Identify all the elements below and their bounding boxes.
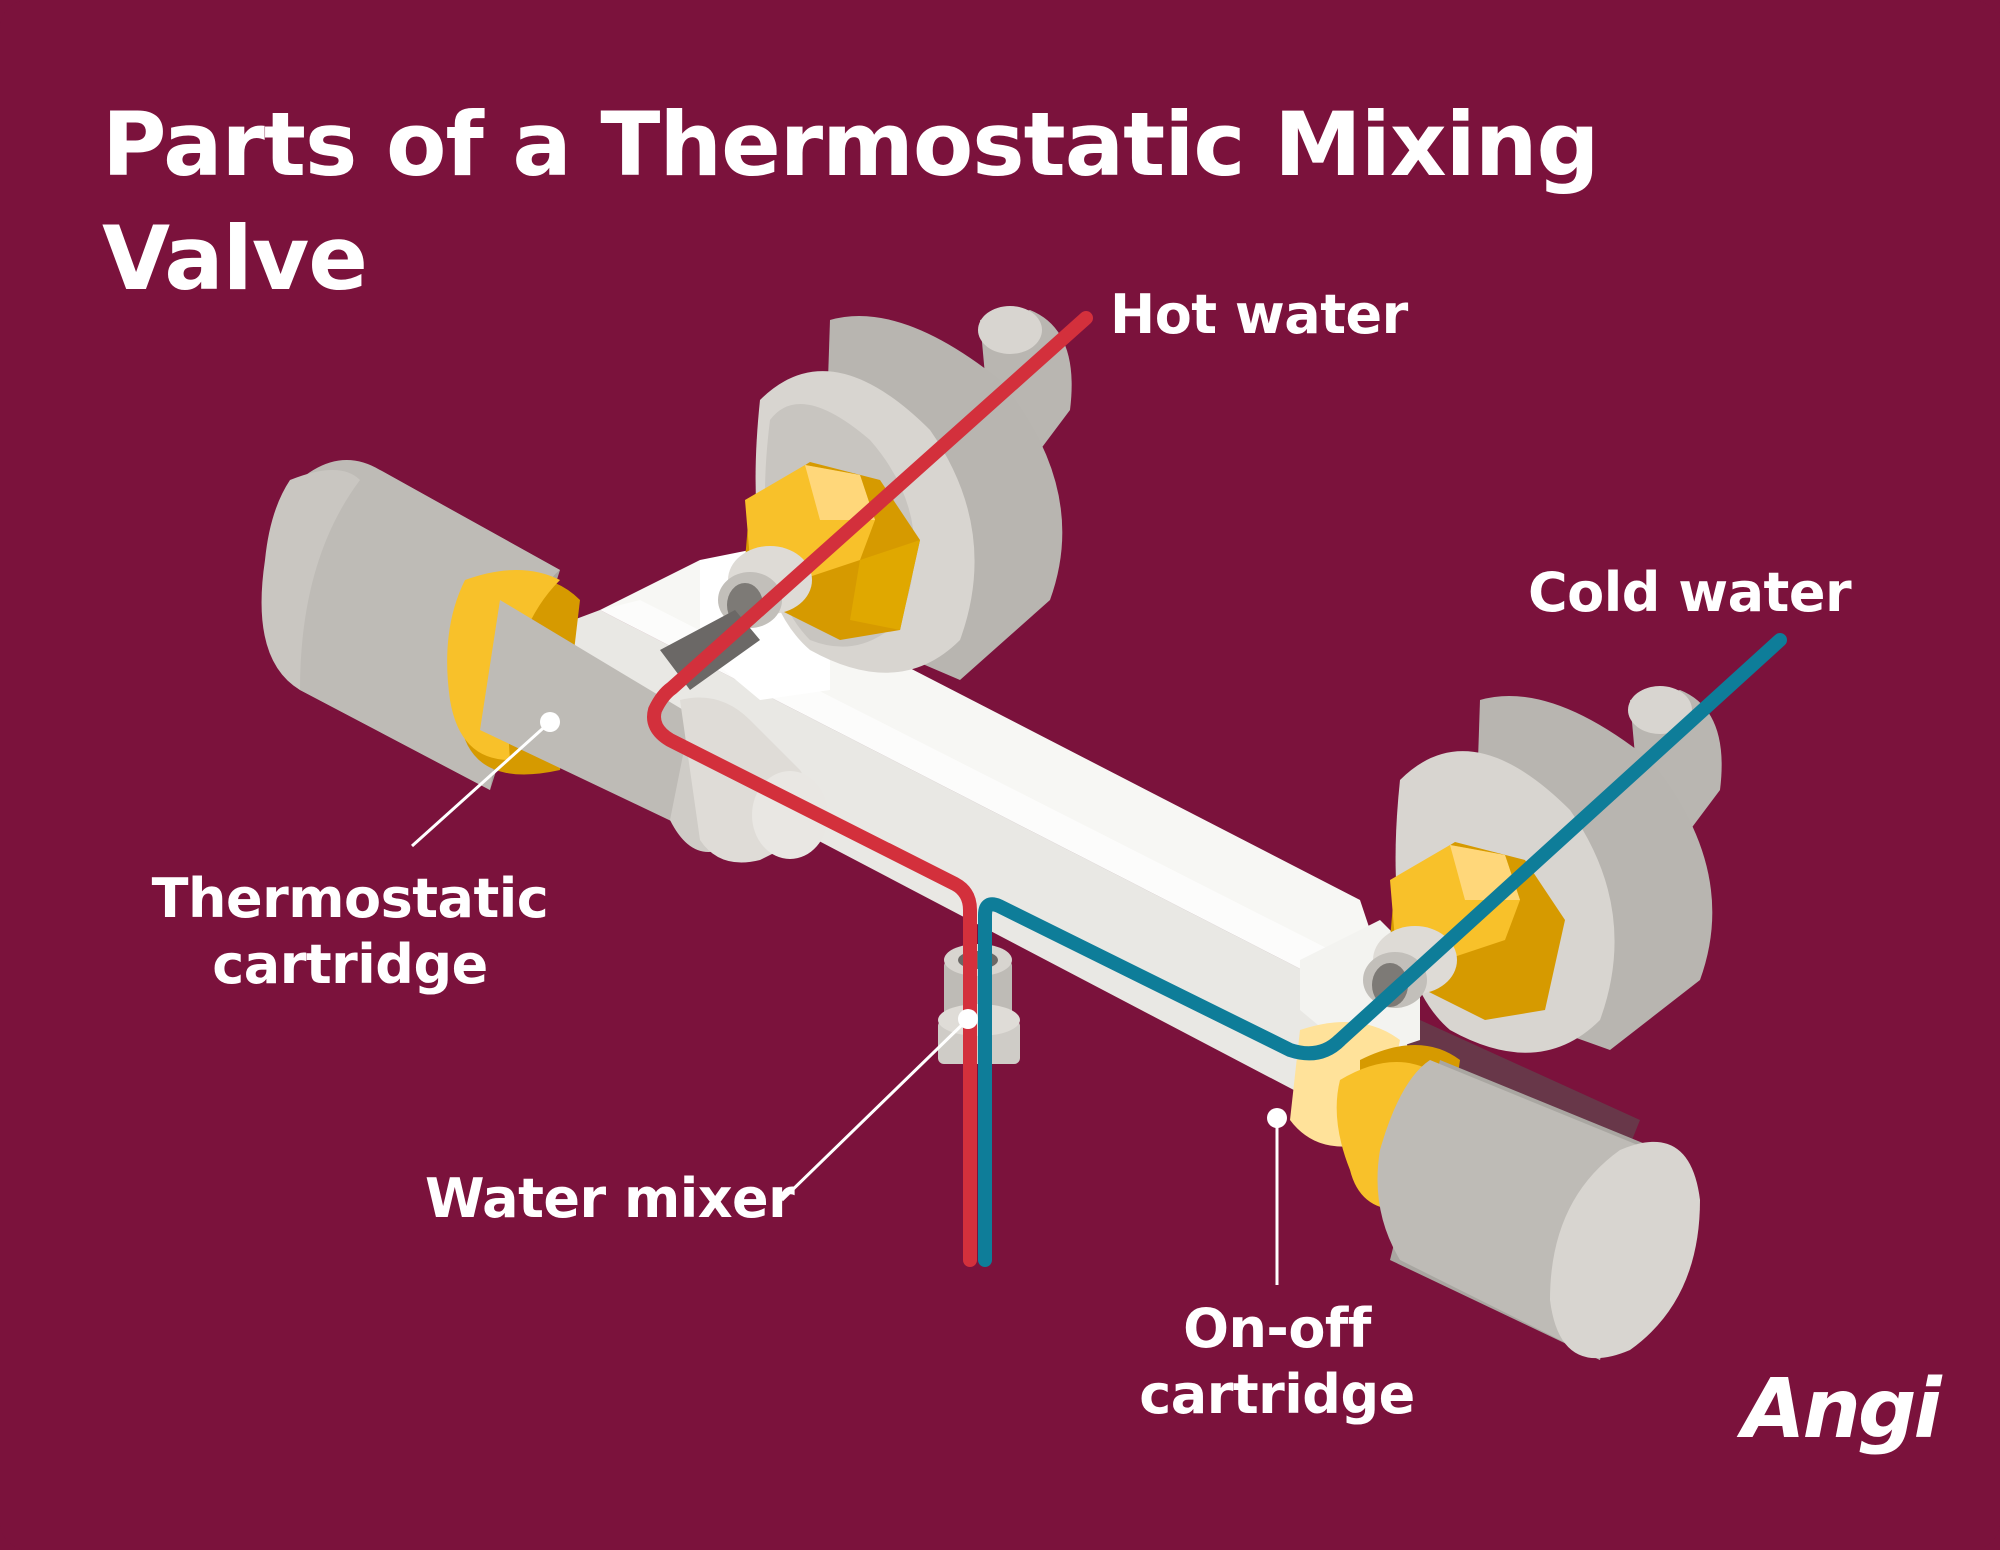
callouts: [410, 712, 1287, 1285]
hot-water-line: [647, 311, 1093, 1267]
water-mixer-label: Water mixer: [425, 1167, 795, 1230]
water-mixer-dot: [958, 1009, 978, 1029]
water-mixer-leader: [780, 1017, 970, 1202]
flow-lines: [647, 311, 1787, 1267]
hot-water-label: Hot water: [1110, 283, 1408, 346]
thermostatic-cartridge: [261, 460, 828, 863]
thermostatic-cartridge-dot: [540, 712, 560, 732]
thermostatic-cartridge-leader: [410, 720, 552, 848]
cold-supply-fitting: [1363, 686, 1722, 1053]
thermostatic-cartridge-label: Thermostatic cartridge: [151, 867, 549, 996]
on-off-cartridge-label: On-off cartridge: [1139, 1297, 1415, 1426]
hot-supply-fitting: [660, 306, 1072, 690]
angi-logo: Angi: [1742, 1362, 1942, 1457]
cold-water-label: Cold water: [1528, 561, 1852, 624]
on-off-cartridge-dot: [1267, 1108, 1287, 1128]
page-title: Parts of a Thermostatic Mixing Valve: [102, 93, 1599, 310]
cold-water-line: [978, 633, 1787, 1267]
